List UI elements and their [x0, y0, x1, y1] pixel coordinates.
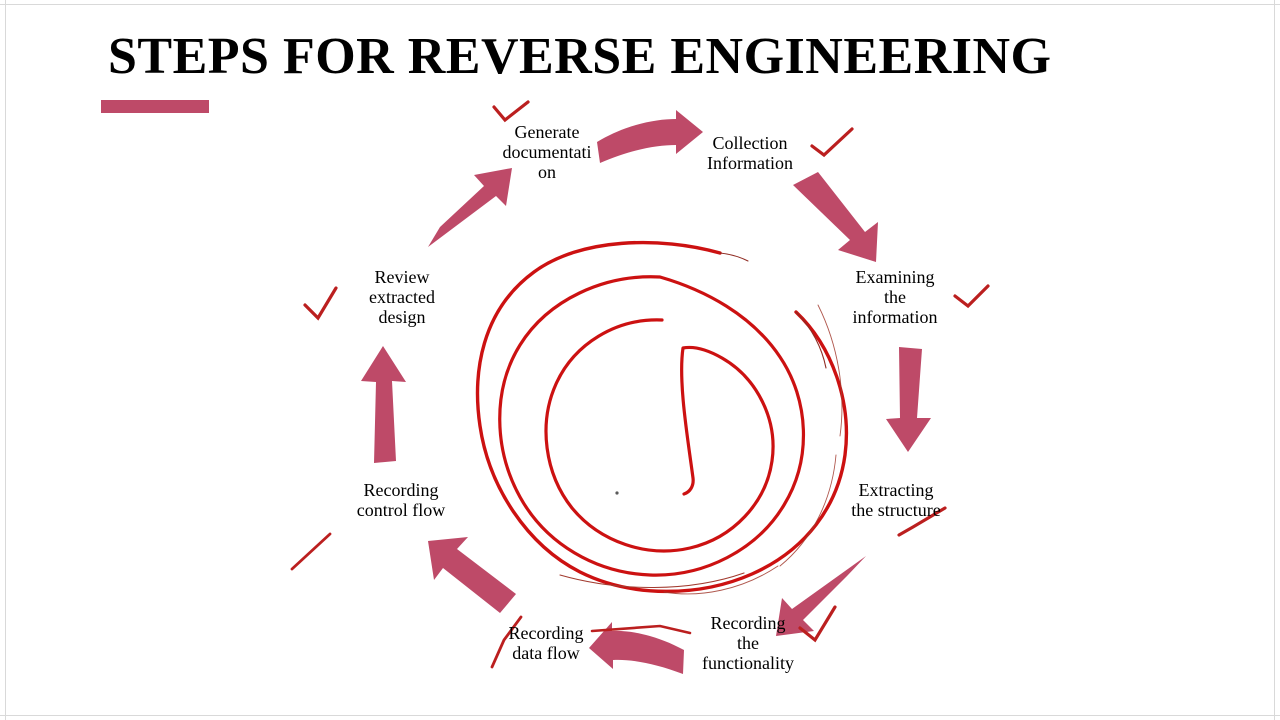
- check-left-icon: [303, 286, 338, 321]
- page-title: STEPS FOR REVERSE ENGINEERING: [108, 28, 1052, 85]
- slide-border-top: [0, 4, 1280, 5]
- arrow-controlflow-to-review: [361, 346, 406, 463]
- slide-border-right: [1274, 0, 1275, 720]
- arrow-examining-to-extracting: [886, 347, 931, 452]
- step-label-collection-information: Collection Information: [707, 133, 793, 173]
- slide-border-bottom: [0, 715, 1280, 716]
- stroke-left-lower-icon: [290, 532, 332, 571]
- title-underline-bar: [101, 100, 209, 113]
- arrow-dataflow-to-controlflow: [428, 537, 516, 613]
- step-label-recording-data-flow: Recording data flow: [508, 623, 584, 663]
- check-right-icon: [953, 284, 990, 309]
- arrow-collection-to-examining: [793, 172, 878, 262]
- step-label-examining-the-information: Examining the information: [852, 267, 938, 327]
- check-top-left-icon: [492, 100, 530, 123]
- step-label-extracting-the-structure: Extracting the structure: [851, 480, 941, 520]
- slide-border-left: [5, 0, 6, 720]
- stroke-bottom-left-icon: [590, 624, 692, 635]
- check-top-right-icon: [810, 127, 854, 158]
- arrow-review-to-generate: [428, 168, 512, 247]
- arrow-generate-to-collection: [597, 110, 703, 163]
- arrow-functionality-to-dataflow: [589, 622, 684, 674]
- step-label-recording-the-functionality: Recording the functionality: [702, 613, 794, 673]
- pen-annotations: [290, 100, 990, 669]
- step-label-recording-control-flow: Recording control flow: [356, 480, 446, 520]
- step-label-generate-documentation: Generate documentati on: [502, 122, 592, 182]
- step-label-review-extracted-design: Review extracted design: [369, 267, 435, 327]
- center-spiral-graphic: [475, 240, 849, 595]
